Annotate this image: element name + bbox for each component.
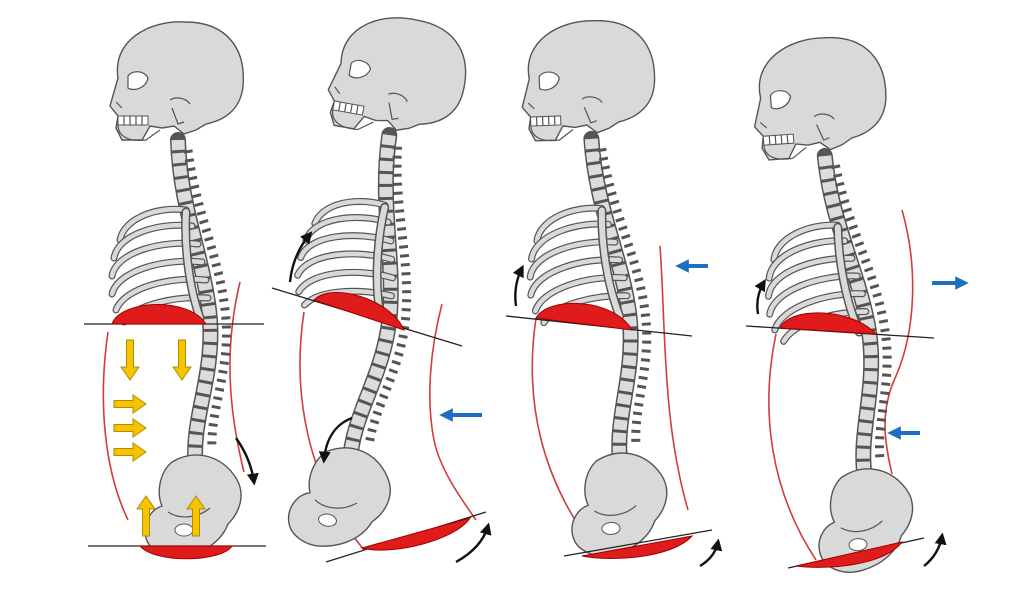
abdomen-outline <box>102 331 129 521</box>
figure-3 <box>505 19 723 568</box>
pressure-arrow-right-1 <box>113 394 147 414</box>
diaphragm <box>313 292 405 331</box>
back-outline <box>884 209 914 475</box>
diaphragm <box>111 304 207 325</box>
back-outline <box>429 303 477 521</box>
back-outline <box>659 245 689 511</box>
back-outline <box>229 281 245 473</box>
pelvic-floor <box>581 535 694 560</box>
figure-1 <box>84 22 266 560</box>
figure-4 <box>745 34 969 577</box>
ribcage-rotation-arrow <box>288 231 313 283</box>
skeleton-2 <box>250 7 474 557</box>
pelvic-floor-reference-line <box>563 529 713 557</box>
skeleton-4 <box>749 34 919 577</box>
pelvis-rotation-arrow <box>699 538 723 568</box>
pressure-arrow-right-2 <box>113 418 147 438</box>
pelvic-floor <box>360 517 472 551</box>
skeleton-3 <box>519 19 671 558</box>
abdomen-outline <box>768 333 817 561</box>
pelvic-floor <box>795 541 904 568</box>
diaphragm <box>535 302 633 331</box>
pressure-arrow-right-3 <box>113 442 147 462</box>
ribcage-rotation-arrow <box>754 278 766 315</box>
pelvis-rotation-arrow <box>235 437 259 486</box>
diaphragm <box>779 312 878 335</box>
pelvis-rotation-arrow <box>923 532 947 567</box>
pressure-arrow-down-right <box>172 339 192 381</box>
pelvis-rotation-arrow <box>455 522 492 564</box>
figure-2 <box>250 7 492 564</box>
skeleton-1 <box>110 22 243 557</box>
lumbar-rotation-arrow <box>318 416 353 464</box>
pelvic-floor <box>138 545 233 560</box>
pressure-arrow-down-left <box>120 339 140 381</box>
ribcage-rotation-arrow <box>512 264 524 307</box>
